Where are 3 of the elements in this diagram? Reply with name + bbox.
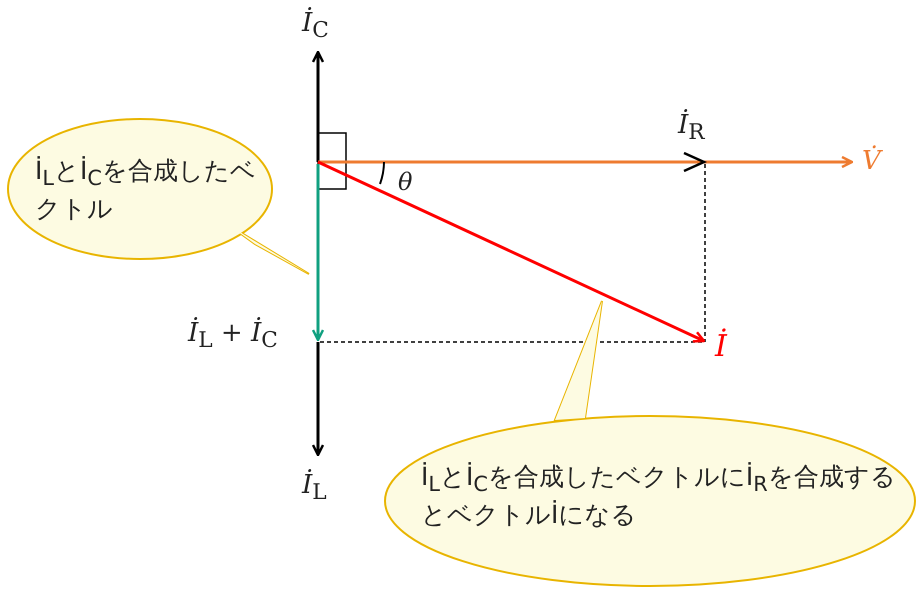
angle-label: θ [398,170,412,194]
callout-text: İ$_{L}$とİ$_{C}$を合成したベクトル [35,155,257,226]
callout-text: İ$_{L}$とİ$_{C}$を合成したベクトルにİ$_{R}$を合成するとベクトルİになる [421,461,897,532]
